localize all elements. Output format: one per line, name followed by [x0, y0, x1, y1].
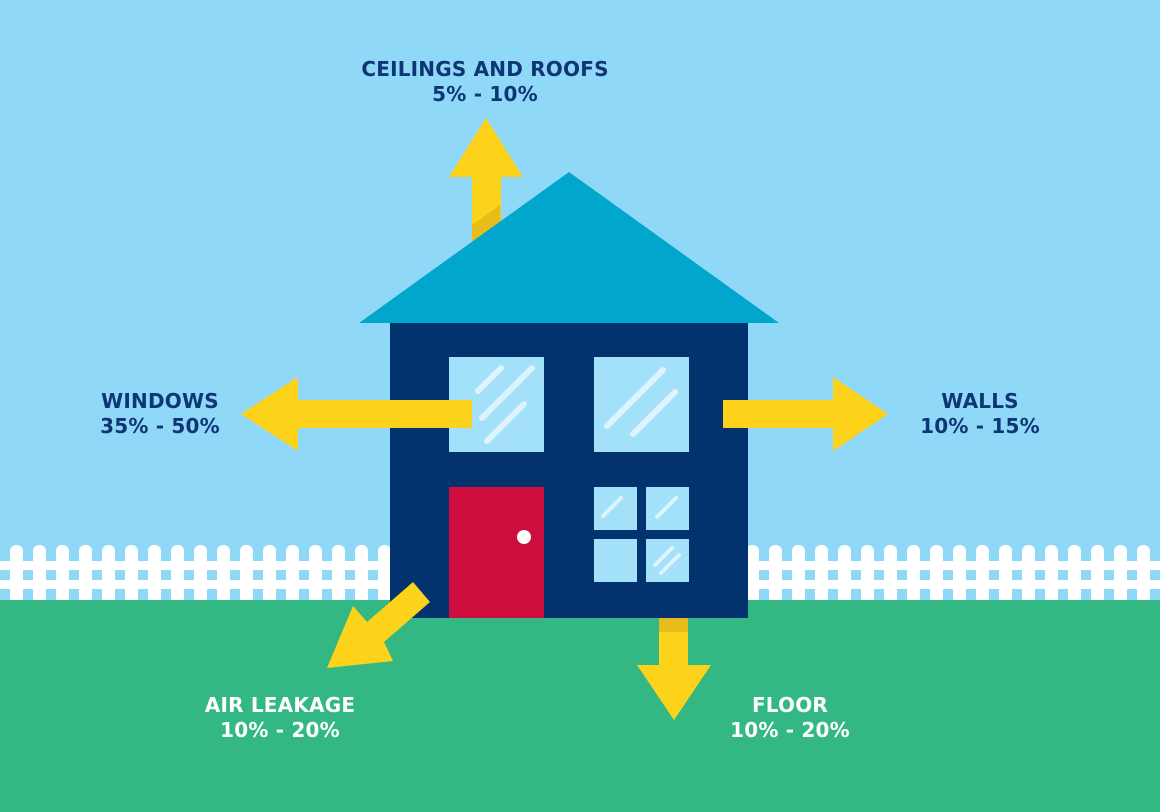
- label-air-leakage-range: 10% - 20%: [220, 718, 340, 742]
- label-walls: WALLS 10% - 15%: [895, 389, 1065, 439]
- front-door: [449, 487, 544, 618]
- label-air-leakage: AIR LEAKAGE 10% - 20%: [180, 693, 380, 743]
- fence-left: [0, 545, 392, 605]
- label-walls-range: 10% - 15%: [920, 414, 1040, 438]
- label-floor-name: FLOOR: [751, 693, 829, 717]
- label-windows-range: 35% - 50%: [100, 414, 220, 438]
- window-upper-right: [594, 357, 689, 452]
- arrow-left-icon: [241, 377, 472, 451]
- label-floor-range: 10% - 20%: [730, 718, 850, 742]
- label-ceilings-roofs-name: CEILINGS AND ROOFS: [361, 57, 609, 81]
- label-walls-name: WALLS: [941, 389, 1019, 413]
- fence-right: [748, 545, 1160, 605]
- arrow-right-icon: [723, 377, 888, 451]
- house-body: [390, 323, 748, 618]
- window-four-pane: [594, 487, 689, 582]
- label-ceilings-roofs: CEILINGS AND ROOFS 5% - 10%: [340, 57, 630, 107]
- arrow-down-icon: [637, 618, 711, 720]
- label-floor: FLOOR 10% - 20%: [705, 693, 875, 743]
- label-ceilings-roofs-range: 5% - 10%: [432, 82, 538, 106]
- label-air-leakage-name: AIR LEAKAGE: [204, 693, 356, 717]
- grass-ground: [0, 600, 1160, 812]
- door-knob: [517, 530, 531, 544]
- label-windows: WINDOWS 35% - 50%: [75, 389, 245, 439]
- label-windows-name: WINDOWS: [101, 389, 219, 413]
- arrow-down-left-icon: [327, 582, 430, 668]
- roof: [359, 172, 779, 323]
